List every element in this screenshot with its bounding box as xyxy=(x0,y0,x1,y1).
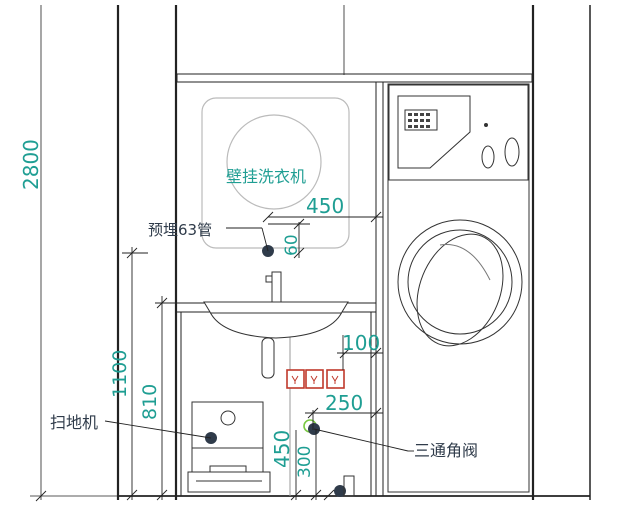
wash-basin-icon xyxy=(203,271,349,379)
front-load-washer-icon xyxy=(387,83,530,493)
angle-valve-icon xyxy=(303,419,320,435)
dim-60: 60 xyxy=(282,234,302,256)
robot-vacuum-icon xyxy=(187,401,271,493)
dim-450-top: 450 xyxy=(306,194,344,218)
dim-810: 810 xyxy=(139,384,161,420)
dim-250: 250 xyxy=(325,391,363,415)
dimension-lines xyxy=(35,211,414,502)
dim-450-low: 450 xyxy=(270,430,294,468)
wall-washer-outline xyxy=(201,97,350,249)
power-outlet-icon xyxy=(286,369,305,389)
power-outlet-icon xyxy=(326,369,345,389)
dim-100: 100 xyxy=(342,331,380,355)
power-outlet-icon xyxy=(305,369,324,389)
label-tee-valve: 三通角阀 xyxy=(414,441,478,460)
label-robot-vacuum: 扫地机 xyxy=(50,413,98,432)
dim-1100: 1100 xyxy=(109,350,131,398)
annotations: 壁挂洗衣机 预埋63管 扫地机 三通角阀 2800 1100 810 450 6… xyxy=(19,139,478,478)
label-embedded-pipe: 预埋63管 xyxy=(148,221,212,239)
dim-2800: 2800 xyxy=(19,139,43,190)
dim-300: 300 xyxy=(295,446,315,478)
label-wall-washer: 壁挂洗衣机 xyxy=(226,167,306,186)
power-outlet-group xyxy=(286,369,345,389)
